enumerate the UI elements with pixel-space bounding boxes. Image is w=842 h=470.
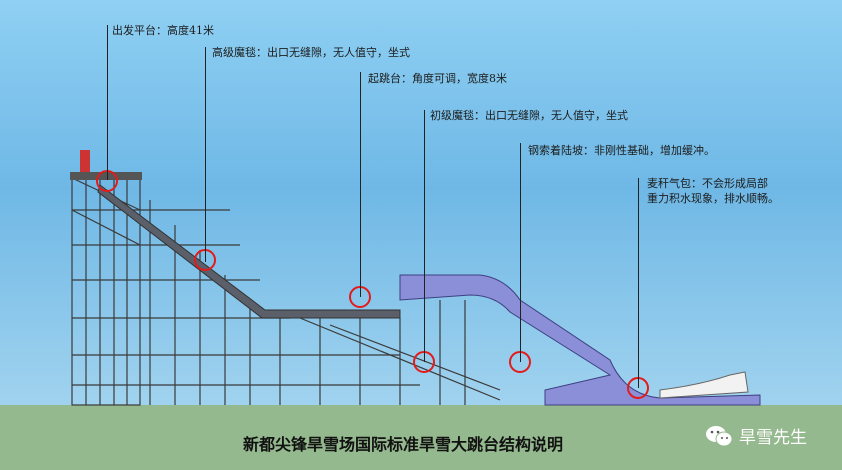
landing-slope (399, 274, 761, 406)
ground (0, 405, 842, 470)
wechat-icon (706, 425, 733, 446)
caption-title: 新都尖锋旱雪场国际标准旱雪大跳台结构说明 (243, 435, 564, 454)
pointer-line (520, 143, 521, 362)
annotation-beginner-carpet: 初级魔毯：出口无缝隙，无人值守，坐式 (430, 109, 628, 122)
annotation-landing-slope: 钢索着陆坡：非刚性基础，增加缓冲。 (528, 144, 715, 157)
pointer-line (638, 178, 639, 388)
annotation-kicker: 起跳台：角度可调，宽度8米 (368, 72, 507, 85)
start-hut (80, 150, 90, 172)
brand-name: 旱雪先生 (739, 428, 807, 448)
pointer-line (424, 110, 425, 362)
pointer-line (360, 72, 361, 297)
pointer-line (107, 25, 108, 180)
annotation-start-platform: 出发平台：高度41米 (112, 24, 214, 37)
inrun-track (97, 184, 401, 319)
annotation-advanced-carpet: 高级魔毯：出口无缝隙，无人值守，坐式 (212, 46, 410, 59)
pointer-line (205, 47, 206, 262)
annotation-airbag-line2: 重力积水现象，排水顺畅。 (647, 192, 779, 205)
annotation-airbag-line1: 麦秆气包：不会形成局部 (647, 177, 768, 190)
brand-watermark: 旱雪先生 (705, 423, 807, 448)
start-platform (70, 172, 142, 180)
airbag (659, 371, 749, 399)
marker-circles (96, 170, 649, 399)
